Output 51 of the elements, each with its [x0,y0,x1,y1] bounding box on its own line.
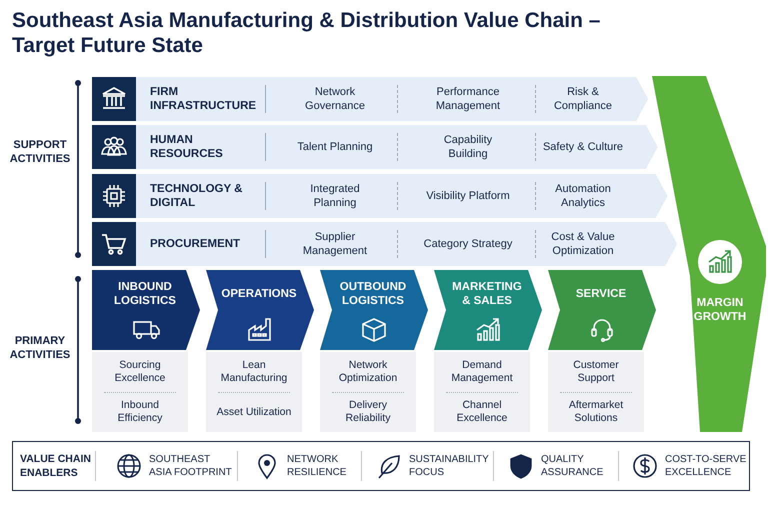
activity-label: Supplier Management [302,230,368,259]
activity-heading: INBOUND LOGISTICS [113,280,177,309]
activity-label: Network Governance [304,85,366,114]
activity-label: Channel Excellence [456,398,508,426]
activity-column [434,270,542,432]
activity-heading: SERVICE [574,287,628,302]
enabler-label: SOUTHEAST ASIA FOOTPRINT [149,453,233,480]
support-band [92,77,648,121]
activity-label: Asset Utilization [216,404,292,420]
activity-label: Aftermarket Solutions [568,398,624,426]
section-label: SUPPORT ACTIVITIES [8,138,72,166]
activity-label: Category Strategy [423,237,513,252]
activity-label: Automation Analytics [554,182,612,211]
activity-label: Lean Manufacturing [220,358,288,386]
activity-label: Demand Management [450,358,514,386]
activity-label: Customer Support [572,358,620,386]
section-label: PRIMARY ACTIVITIES [8,334,72,362]
activity-label: Delivery Reliability [344,398,392,426]
support-band [92,125,658,169]
support-band [92,222,678,266]
activity-column [206,270,314,432]
activity-column [320,270,428,432]
activity-label: Risk & Compliance [552,85,614,114]
activity-heading: MARKETING & SALES [451,280,523,309]
enabler-label: COST-TO-SERVE EXCELLENCE [665,453,748,480]
activity-label: Network Optimization [338,358,398,386]
title: Southeast Asia Manufacturing & Distribution Value Chain – Target Future State [12,8,602,58]
activity-label: Integrated Planning [309,182,361,211]
band-heading: HUMAN RESOURCES [150,133,224,162]
enabler-label: SUSTAINABILITY FOCUS [409,453,490,480]
band-heading: TECHNOLOGY & DIGITAL [150,182,244,211]
support-band [92,174,668,218]
activity-column [92,270,200,432]
activity-label: Visibility Platform [425,189,511,204]
panel-heading: VALUE CHAIN ENABLERS [20,452,92,481]
band-heading: FIRM INFRASTRUCTURE [150,85,254,114]
activity-label: Safety & Culture [542,140,624,155]
enablers-panel [12,441,750,491]
enabler-label: QUALITY ASSURANCE [541,453,604,480]
band-heading: PROCUREMENT [150,237,242,252]
activity-column [548,270,656,432]
activity-label: Inbound Efficiency [116,398,164,426]
activity-label: Cost & Value Optimization [550,230,616,259]
activity-heading: OPERATIONS [220,287,298,302]
margin-heading: MARGIN GROWTH [692,296,748,324]
activity-label: Talent Planning [296,140,374,155]
enabler-label: NETWORK RESILIENCE [287,453,348,480]
activity-heading: OUTBOUND LOGISTICS [338,280,408,309]
activity-label: Performance Management [434,85,502,114]
activity-label: Capability Building [442,133,494,162]
activity-label: Sourcing Excellence [114,358,166,386]
